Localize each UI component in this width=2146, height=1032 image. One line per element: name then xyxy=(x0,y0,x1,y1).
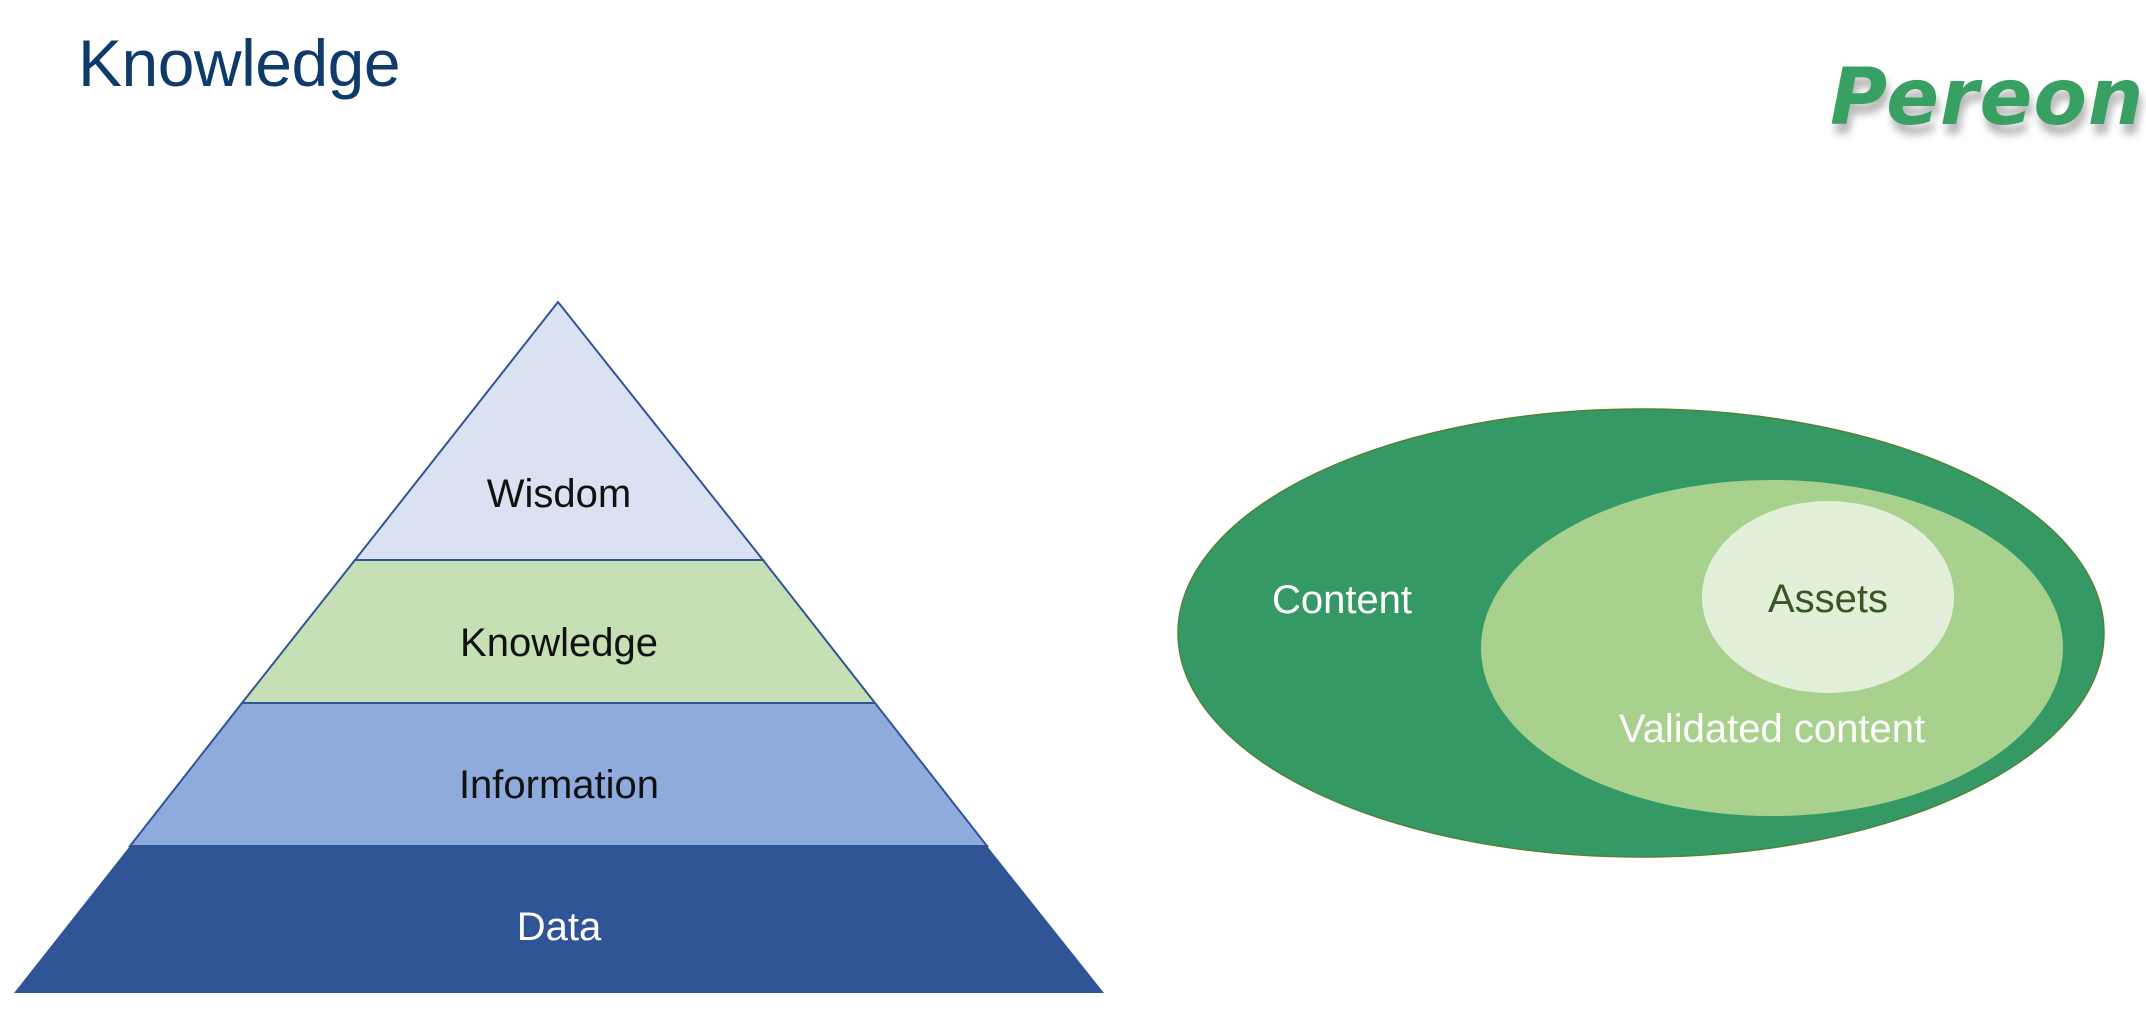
dikw-pyramid: Wisdom Knowledge Information Data xyxy=(14,300,1104,993)
pyramid-label-data: Data xyxy=(517,905,602,949)
label-content: Content xyxy=(1272,578,1412,622)
label-validated-content: Validated content xyxy=(1619,707,1925,751)
ellipse-assets xyxy=(1702,501,1954,693)
label-assets: Assets xyxy=(1768,577,1888,621)
slide-title: Knowledge xyxy=(78,26,401,100)
content-ellipses: Content Validated content Assets xyxy=(1177,408,2105,858)
pyramid-label-information: Information xyxy=(459,763,659,807)
pyramid-label-wisdom: Wisdom xyxy=(487,472,631,516)
pereon-logo: Pereon xyxy=(1830,53,2145,143)
pyramid-level-wisdom xyxy=(352,300,766,561)
pyramid-level-data xyxy=(14,846,1104,993)
pyramid-label-knowledge: Knowledge xyxy=(460,621,658,665)
